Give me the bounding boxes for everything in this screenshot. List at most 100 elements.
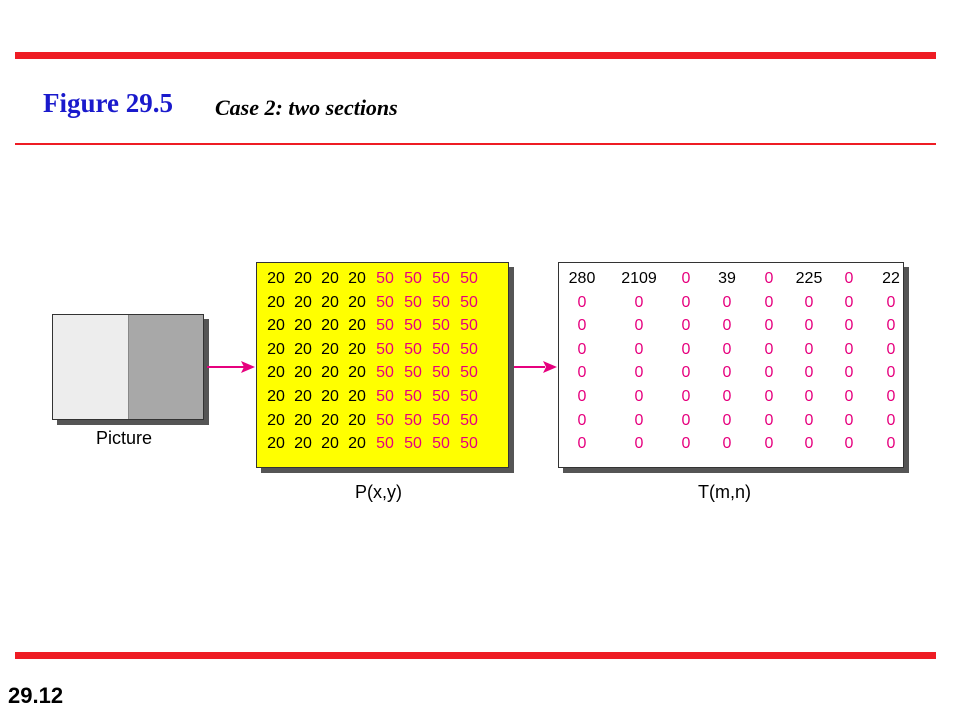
p-matrix-cell: 20 xyxy=(348,293,366,311)
figure-subtitle: Case 2: two sections xyxy=(215,95,398,120)
t-matrix-cell: 0 xyxy=(722,293,732,311)
t-matrix-cell: 0 xyxy=(764,317,774,335)
p-matrix-cell: 50 xyxy=(404,388,422,405)
p-matrix-cell: 50 xyxy=(460,435,478,453)
t-matrix-cell: 225 xyxy=(795,270,823,287)
t-matrix-cell: 0 xyxy=(764,388,774,405)
t-matrix-cell: 0 xyxy=(804,435,814,453)
p-matrix-cell: 20 xyxy=(321,435,339,453)
t-matrix-cell: 0 xyxy=(804,340,814,358)
picture-label: Picture xyxy=(96,428,153,448)
p-matrix-cell: 50 xyxy=(432,270,450,287)
t-matrix-cell: 0 xyxy=(577,435,587,453)
t-matrix-cell: 0 xyxy=(886,411,896,429)
p-matrix-cell: 20 xyxy=(267,340,285,358)
figure-title: Figure 29.5 xyxy=(43,88,173,118)
p-matrix-cell: 20 xyxy=(348,317,366,335)
p-matrix-cell: 50 xyxy=(460,411,478,429)
t-matrix-cell: 0 xyxy=(722,317,732,335)
p-matrix-cell: 20 xyxy=(267,270,285,287)
t-matrix-cell: 0 xyxy=(764,435,774,453)
p-matrix-cell: 20 xyxy=(294,388,312,405)
t-matrix-cell: 0 xyxy=(764,364,774,382)
t-matrix-cell: 0 xyxy=(681,340,691,358)
title-underline xyxy=(15,143,936,145)
p-matrix-cell: 20 xyxy=(294,340,312,358)
t-matrix-cell: 0 xyxy=(577,411,587,429)
picture-dark-section xyxy=(128,315,203,419)
t-matrix-cell: 0 xyxy=(577,340,587,358)
p-matrix-cell: 20 xyxy=(321,317,339,335)
p-matrix-cell: 20 xyxy=(294,364,312,382)
t-matrix-cell: 0 xyxy=(844,340,854,358)
p-matrix-cell: 20 xyxy=(294,411,312,429)
t-matrix-cell: 0 xyxy=(577,364,587,382)
t-matrix-cell: 0 xyxy=(722,435,732,453)
t-matrix-cell: 0 xyxy=(844,293,854,311)
t-matrix-cell: 0 xyxy=(804,388,814,405)
p-matrix-cell: 50 xyxy=(460,293,478,311)
p-matrix-cell: 50 xyxy=(404,364,422,382)
t-matrix-cell: 39 xyxy=(718,270,736,287)
p-matrix-cell: 50 xyxy=(404,317,422,335)
p-matrix-cell: 20 xyxy=(267,388,285,405)
p-matrix: 20 20 20 20 50 50 50 50 20 20 20 20 50 50 50 50 20 20 20 20… xyxy=(256,262,509,468)
t-matrix-cell: 0 xyxy=(634,293,644,311)
t-matrix-cell: 0 xyxy=(844,411,854,429)
top-rule xyxy=(15,52,936,59)
p-matrix-cell: 50 xyxy=(432,411,450,429)
p-matrix-cell: 20 xyxy=(321,340,339,358)
p-matrix-cell: 20 xyxy=(267,317,285,335)
p-matrix-cell: 50 xyxy=(404,411,422,429)
p-matrix-cell: 50 xyxy=(376,270,394,287)
picture-light-section xyxy=(53,315,128,419)
t-matrix-cell: 0 xyxy=(634,317,644,335)
p-matrix-cell: 50 xyxy=(404,340,422,358)
p-matrix-cell: 50 xyxy=(460,270,478,287)
p-matrix-cell: 50 xyxy=(376,340,394,358)
t-matrix-cell: 0 xyxy=(764,340,774,358)
picture-image xyxy=(52,314,204,420)
t-matrix-cell: 0 xyxy=(681,293,691,311)
p-matrix-cell: 50 xyxy=(404,270,422,287)
t-matrix-label: T(m,n) xyxy=(698,482,751,502)
p-matrix-cell: 20 xyxy=(321,411,339,429)
t-matrix-cell: 0 xyxy=(634,364,644,382)
t-matrix-cell: 0 xyxy=(804,293,814,311)
p-matrix-cell: 50 xyxy=(432,435,450,453)
p-matrix-cell: 20 xyxy=(321,364,339,382)
p-matrix-cell: 20 xyxy=(348,340,366,358)
t-matrix-cell: 0 xyxy=(681,317,691,335)
t-matrix-cell: 0 xyxy=(577,317,587,335)
p-matrix-cell: 20 xyxy=(294,270,312,287)
t-matrix-cell: 0 xyxy=(722,340,732,358)
t-matrix-cell: 0 xyxy=(804,411,814,429)
p-matrix-label: P(x,y) xyxy=(355,482,402,502)
t-matrix-cell: 0 xyxy=(634,388,644,405)
t-matrix-cell: 0 xyxy=(886,293,896,311)
arrow-p-to-t xyxy=(514,361,557,373)
t-matrix-cell: 0 xyxy=(844,435,854,453)
p-matrix-cell: 50 xyxy=(460,340,478,358)
t-matrix-cell: 22 xyxy=(882,270,900,287)
bottom-rule xyxy=(15,652,936,659)
arrow-picture-to-p xyxy=(207,361,255,373)
t-matrix-cell: 0 xyxy=(844,270,854,287)
p-matrix-cell: 50 xyxy=(376,293,394,311)
p-matrix-cell: 50 xyxy=(376,364,394,382)
t-matrix-cell: 280 xyxy=(568,270,596,287)
t-matrix-cell: 0 xyxy=(722,411,732,429)
p-matrix-cell: 20 xyxy=(267,364,285,382)
t-matrix-cell: 0 xyxy=(844,388,854,405)
p-matrix-cell: 50 xyxy=(460,317,478,335)
t-matrix-cell: 0 xyxy=(681,270,691,287)
p-matrix-cell: 20 xyxy=(321,270,339,287)
p-matrix-cell: 50 xyxy=(432,364,450,382)
p-matrix-cell: 50 xyxy=(432,317,450,335)
t-matrix-cell: 0 xyxy=(722,364,732,382)
p-matrix-cell: 50 xyxy=(376,317,394,335)
t-matrix-cell: 0 xyxy=(764,411,774,429)
p-matrix-cell: 50 xyxy=(404,293,422,311)
t-matrix-cell: 0 xyxy=(681,388,691,405)
